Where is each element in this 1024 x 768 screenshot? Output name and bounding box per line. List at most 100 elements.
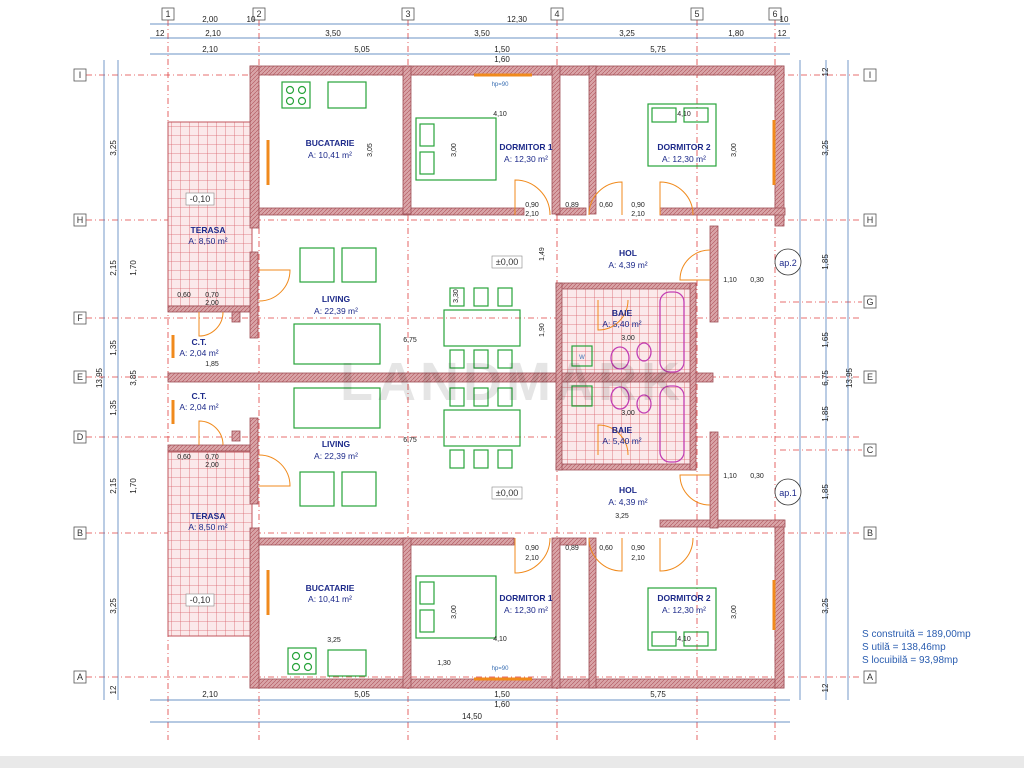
svg-text:2,00: 2,00 <box>205 462 219 469</box>
svg-text:C.T.: C.T. <box>191 391 206 401</box>
toilet-icon <box>636 342 652 362</box>
bathtub-icon <box>659 385 685 463</box>
svg-text:3,25: 3,25 <box>615 513 629 520</box>
svg-text:ap.2: ap.2 <box>779 258 797 268</box>
area-construita: S construită = 189,00mp <box>862 629 971 640</box>
terasa-top-floor <box>167 121 253 307</box>
svg-text:1,50: 1,50 <box>494 690 510 699</box>
sofa-icon <box>293 323 381 365</box>
axis-top-1: 1 <box>161 7 175 21</box>
axis-right-H: H <box>863 213 877 227</box>
washer-icon <box>571 345 593 367</box>
svg-text:HOL: HOL <box>619 485 637 495</box>
svg-text:1,49: 1,49 <box>539 247 546 261</box>
svg-text:2,10: 2,10 <box>202 690 218 699</box>
svg-text:A: 8,50 m²: A: 8,50 m² <box>188 522 227 532</box>
furniture <box>281 81 717 677</box>
svg-text:I: I <box>79 70 82 80</box>
svg-text:0,90: 0,90 <box>631 545 645 552</box>
svg-text:3,50: 3,50 <box>474 29 490 38</box>
baie-bottom-floor <box>560 382 690 468</box>
svg-text:A: 2,04 m²: A: 2,04 m² <box>179 348 218 358</box>
axis-left-A: A <box>73 670 87 684</box>
svg-text:3,85: 3,85 <box>129 370 138 386</box>
svg-text:±0,00: ±0,00 <box>496 488 518 498</box>
svg-text:1,10: 1,10 <box>723 277 737 284</box>
svg-text:0,89: 0,89 <box>565 545 579 552</box>
svg-text:A: 12,30 m²: A: 12,30 m² <box>662 605 706 615</box>
svg-text:B: B <box>77 528 83 538</box>
svg-text:13,95: 13,95 <box>845 367 854 388</box>
svg-text:4: 4 <box>554 9 559 19</box>
svg-text:-0,10: -0,10 <box>190 194 211 204</box>
bottom-bar <box>0 756 1024 768</box>
svg-text:6,75: 6,75 <box>821 370 830 386</box>
svg-text:E: E <box>77 372 83 382</box>
axis-left-E: E <box>73 370 87 384</box>
svg-text:1,80: 1,80 <box>728 29 744 38</box>
svg-text:1: 1 <box>165 9 170 19</box>
svg-text:C: C <box>867 445 874 455</box>
axis-top-4: 4 <box>550 7 564 21</box>
svg-text:2,10: 2,10 <box>631 211 645 218</box>
svg-text:4,10: 4,10 <box>493 636 507 643</box>
room-dormitor1-top: DORMITOR 1A: 12,30 m² <box>499 142 552 164</box>
svg-text:A: 5,40 m²: A: 5,40 m² <box>602 436 641 446</box>
sink-icon <box>327 649 367 677</box>
area-summary: S construită = 189,00mp S utilă = 138,46… <box>862 628 971 667</box>
svg-text:-0,10: -0,10 <box>190 595 211 605</box>
svg-text:D: D <box>77 432 84 442</box>
svg-text:A: 12,30 m²: A: 12,30 m² <box>504 605 548 615</box>
svg-text:DORMITOR 1: DORMITOR 1 <box>499 142 552 152</box>
svg-text:5,75: 5,75 <box>650 45 666 54</box>
svg-text:6: 6 <box>772 9 777 19</box>
level-markers: -0,10 -0,10 ±0,00 ±0,00 <box>185 192 523 607</box>
svg-text:0,30: 0,30 <box>750 473 764 480</box>
svg-text:A: 22,39 m²: A: 22,39 m² <box>314 451 358 461</box>
svg-text:10: 10 <box>247 15 256 24</box>
svg-text:1,70: 1,70 <box>129 478 138 494</box>
svg-text:4,10: 4,10 <box>677 636 691 643</box>
svg-text:A: 8,50 m²: A: 8,50 m² <box>188 236 227 246</box>
svg-text:2,15: 2,15 <box>109 478 118 494</box>
axis-left-I: I <box>73 68 87 82</box>
svg-text:BUCATARIE: BUCATARIE <box>306 138 355 148</box>
room-dormitor2-bottom: DORMITOR 2 A: 12,30 m² <box>657 593 710 615</box>
svg-text:I: I <box>869 70 872 80</box>
svg-text:12: 12 <box>821 683 830 692</box>
toilet-icon <box>636 394 652 414</box>
svg-text:3,25: 3,25 <box>619 29 635 38</box>
svg-text:C.T.: C.T. <box>191 337 206 347</box>
bath-fixtures <box>610 291 685 463</box>
axis-right-B: B <box>863 526 877 540</box>
svg-text:3,05: 3,05 <box>367 143 374 157</box>
svg-text:1,30: 1,30 <box>437 660 451 667</box>
axis-right-E: E <box>863 370 877 384</box>
svg-text:1,10: 1,10 <box>723 473 737 480</box>
svg-text:0,60: 0,60 <box>599 545 613 552</box>
svg-text:4,10: 4,10 <box>493 111 507 118</box>
svg-text:4,10: 4,10 <box>677 111 691 118</box>
svg-text:ap.1: ap.1 <box>779 488 797 498</box>
svg-text:F: F <box>77 313 83 323</box>
terasa-bottom-floor <box>167 451 253 637</box>
svg-text:1,35: 1,35 <box>109 400 118 416</box>
interior-dims: 4,10 4,10 3,00 3,00 3,05 0,90 2,10 0,89 … <box>177 111 764 667</box>
svg-text:2: 2 <box>256 9 261 19</box>
svg-text:DORMITOR 2: DORMITOR 2 <box>657 593 710 603</box>
svg-text:1,35: 1,35 <box>109 340 118 356</box>
svg-text:12: 12 <box>156 29 165 38</box>
armchair-icon <box>341 247 377 283</box>
svg-text:1,85: 1,85 <box>821 254 830 270</box>
svg-text:10: 10 <box>780 15 789 24</box>
svg-text:0,89: 0,89 <box>565 202 579 209</box>
svg-text:0,60: 0,60 <box>599 202 613 209</box>
axis-left-H: H <box>73 213 87 227</box>
svg-text:hp=90: hp=90 <box>492 666 510 672</box>
axis-markers: 1 2 3 4 5 6 I H F E D B A I H G E C B A <box>73 7 877 684</box>
